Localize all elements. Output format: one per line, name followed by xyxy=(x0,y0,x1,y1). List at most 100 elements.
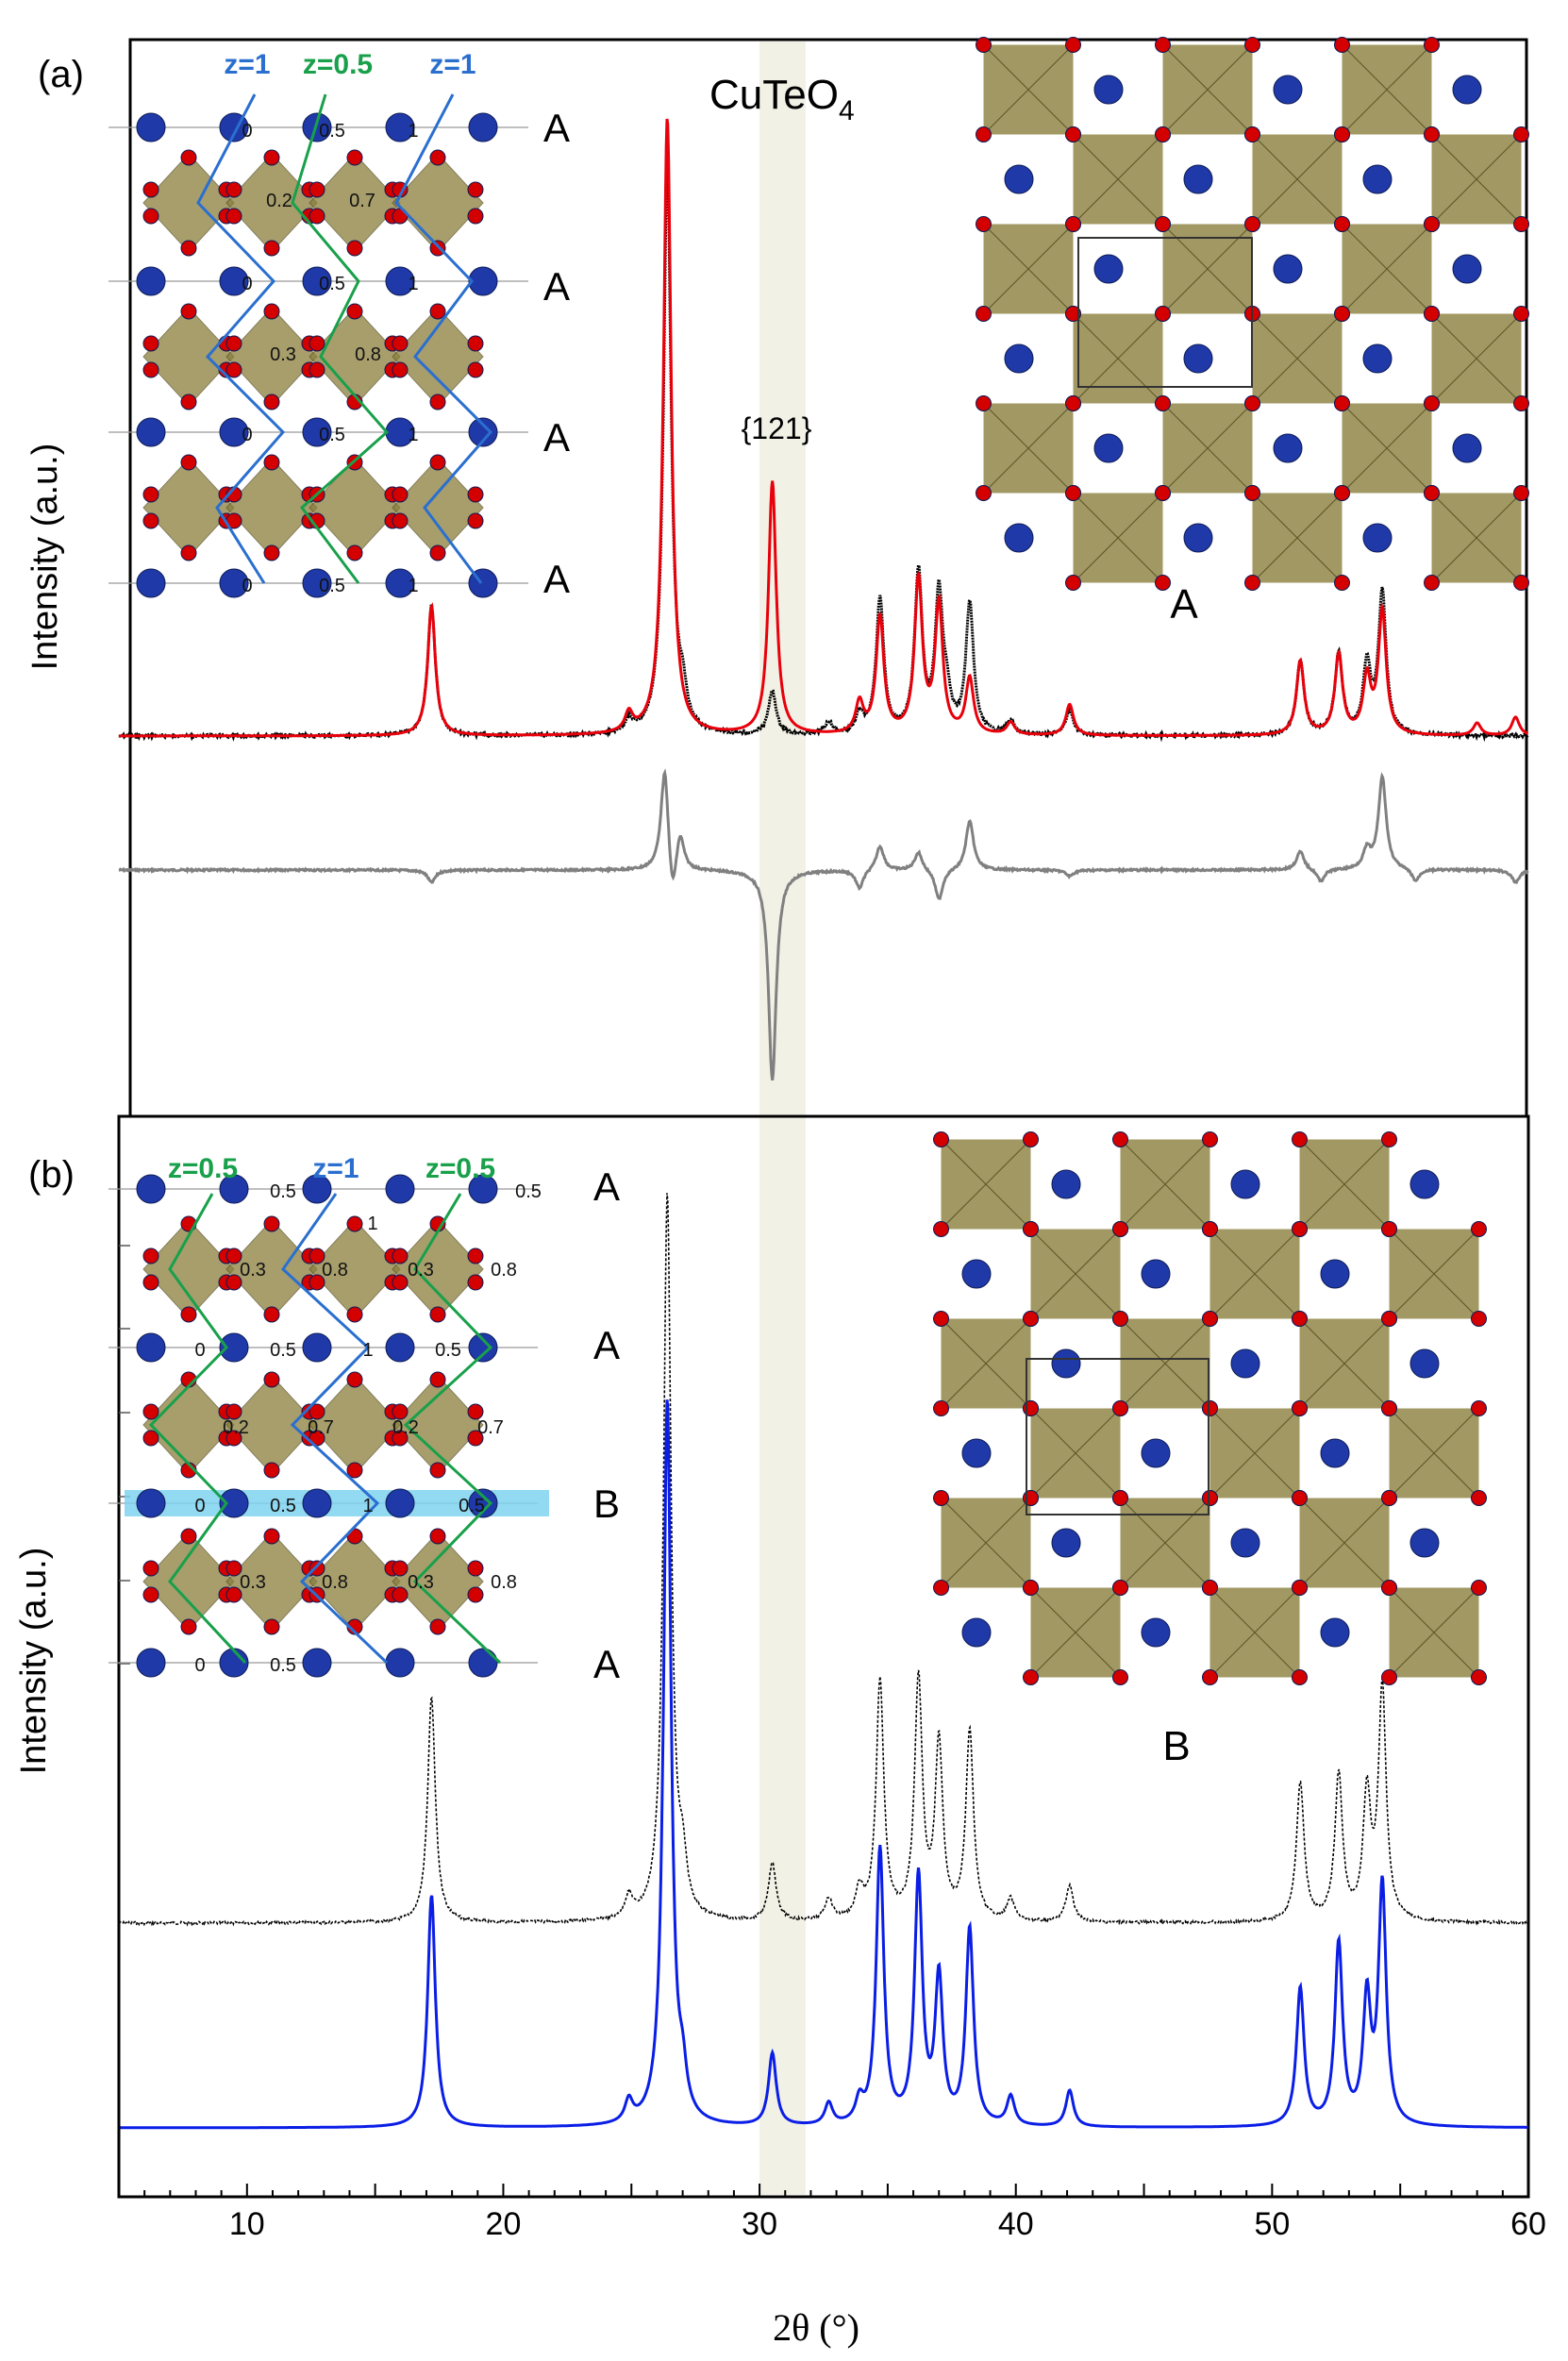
o-atom xyxy=(263,544,280,561)
x-tick-label: 50 xyxy=(1254,2206,1290,2242)
z-label: z=1 xyxy=(312,1153,359,1184)
o-atom xyxy=(467,1586,484,1603)
o-atom xyxy=(180,1528,197,1545)
octa-edge xyxy=(1299,1498,1390,1588)
cu-atom xyxy=(302,1174,332,1204)
o-atom xyxy=(1381,1580,1397,1596)
o-atom xyxy=(1424,395,1440,411)
o-atom xyxy=(1112,1490,1128,1506)
o-atom xyxy=(1112,1221,1128,1237)
row-value: 0.5 xyxy=(270,1496,296,1516)
teo-octahedron xyxy=(392,307,484,407)
o-atom xyxy=(392,486,409,503)
octa-edge xyxy=(1209,1587,1300,1678)
o-atom xyxy=(429,1306,446,1323)
cu-atom xyxy=(136,1332,166,1363)
o-atom xyxy=(1244,216,1260,232)
o-atom xyxy=(1244,395,1260,411)
row-value: 0.3 xyxy=(240,1260,266,1281)
octa-edge xyxy=(1252,313,1343,404)
o-atom xyxy=(180,544,197,561)
row-value: 0.5 xyxy=(319,121,345,142)
cu-atom xyxy=(1452,75,1482,105)
cu-atom xyxy=(1093,75,1124,105)
row-value: 1 xyxy=(362,1340,373,1361)
octa-edge xyxy=(1120,1139,1210,1230)
o-atom xyxy=(309,208,325,225)
o-atom xyxy=(346,1371,363,1388)
cu-atom xyxy=(1093,254,1124,284)
cu-atom xyxy=(468,1332,498,1363)
z-label: z=0.5 xyxy=(168,1153,238,1184)
octa-edge xyxy=(1252,134,1343,225)
row-value: 0 xyxy=(242,425,252,445)
o-atom xyxy=(1202,1580,1218,1596)
o-atom xyxy=(1471,1669,1487,1685)
cu-atom xyxy=(1410,1528,1440,1558)
panel-b-label: (b) xyxy=(28,1154,75,1196)
o-atom xyxy=(392,1586,409,1603)
octa-edge xyxy=(1162,403,1253,494)
highlight-band xyxy=(759,42,806,2195)
o-atom xyxy=(1155,126,1171,142)
o-atom xyxy=(180,394,197,410)
row-value: 0.5 xyxy=(515,1181,542,1202)
o-atom xyxy=(1065,395,1081,411)
o-atom xyxy=(309,1560,325,1577)
cu-atom xyxy=(385,1332,415,1363)
o-atom xyxy=(429,1618,446,1635)
row-value: 0.5 xyxy=(319,425,345,445)
y-axis-label-b: Intensity (a.u.) xyxy=(14,1548,54,1775)
cu-atom xyxy=(1093,433,1124,463)
o-atom xyxy=(1292,1311,1308,1327)
cu-atom xyxy=(302,1648,332,1678)
series-calculated-a xyxy=(119,118,1529,738)
row-value: 0 xyxy=(242,121,252,142)
o-atom xyxy=(976,395,992,411)
o-atom xyxy=(429,149,446,166)
octa-edge xyxy=(1030,1408,1121,1499)
o-atom xyxy=(429,1371,446,1388)
o-atom xyxy=(263,1215,280,1232)
o-atom xyxy=(225,1586,242,1603)
row-value: 0.8 xyxy=(355,344,381,365)
o-atom xyxy=(142,486,159,503)
octa-edge xyxy=(1389,1229,1479,1319)
cu-atom xyxy=(302,266,332,296)
o-atom xyxy=(346,1306,363,1323)
o-atom xyxy=(1424,216,1440,232)
cu-atom xyxy=(302,568,332,598)
o-atom xyxy=(180,149,197,166)
z-label: z=1 xyxy=(224,49,270,80)
o-atom xyxy=(392,335,409,352)
row-value: 0.5 xyxy=(459,1496,485,1516)
o-atom xyxy=(1065,126,1081,142)
o-atom xyxy=(429,454,446,471)
teo-octahedron xyxy=(392,1532,484,1632)
o-atom xyxy=(225,361,242,378)
octa-edge xyxy=(1431,493,1522,583)
row-value: 0.2 xyxy=(223,1417,249,1438)
cu-atom xyxy=(136,1488,166,1518)
cu-atom xyxy=(1004,523,1034,553)
cu-atom xyxy=(136,417,166,447)
octa-edge xyxy=(1299,1139,1390,1230)
cu-atom xyxy=(302,112,332,142)
row-value: 0.7 xyxy=(308,1417,334,1438)
row-value: 0.3 xyxy=(408,1572,434,1593)
o-atom xyxy=(1471,1580,1487,1596)
o-atom xyxy=(1471,1400,1487,1416)
o-atom xyxy=(225,335,242,352)
cu-atom xyxy=(1362,523,1393,553)
cu-atom xyxy=(1141,1438,1171,1468)
cu-atom xyxy=(1452,254,1482,284)
cu-atom xyxy=(1273,75,1303,105)
o-atom xyxy=(346,303,363,320)
o-atom xyxy=(180,1618,197,1635)
z1-path xyxy=(196,93,286,584)
o-atom xyxy=(225,1247,242,1264)
o-atom xyxy=(1334,126,1350,142)
row-value: 0.8 xyxy=(322,1260,348,1281)
o-atom xyxy=(1513,575,1529,591)
o-atom xyxy=(392,512,409,529)
